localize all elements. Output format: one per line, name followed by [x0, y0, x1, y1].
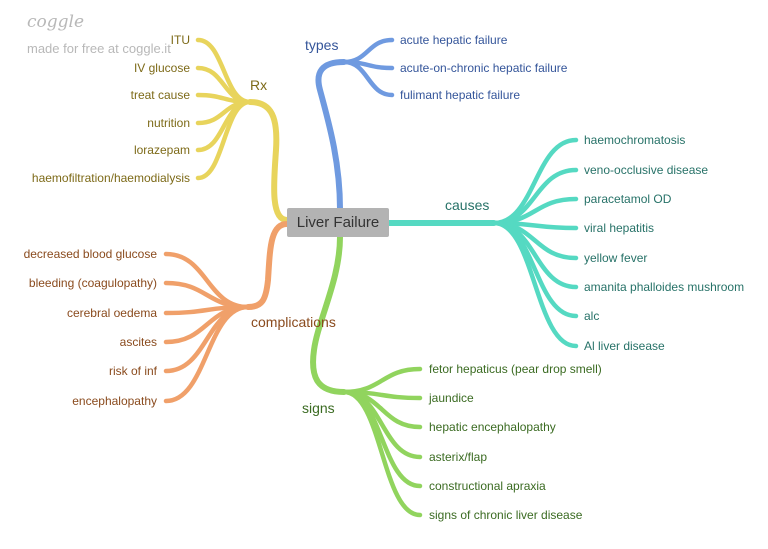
causes-leaf-yellow-fever[interactable]: yellow fever [584, 251, 648, 265]
complications-leaf-bleeding-coagulopathy[interactable]: bleeding (coagulopathy) [28, 276, 157, 290]
signs-main-connector [310, 234, 347, 395]
rx-main-connector [247, 99, 290, 223]
complications-leaf-risk-of-inf[interactable]: risk of inf [108, 364, 157, 378]
complications-leaf-ascites[interactable]: ascites [119, 335, 157, 349]
causes-leaf-al-liver-disease[interactable]: Al liver disease [584, 339, 665, 353]
causes-leaf-viral-hepatitis[interactable]: viral hepatitis [584, 221, 655, 235]
coggle-tagline[interactable]: made for free at coggle.it [27, 41, 171, 56]
rx-leaf-nutrition[interactable]: nutrition [147, 116, 190, 130]
branch-label-complications[interactable]: complications [251, 314, 336, 330]
coggle-logo: coggle [27, 12, 85, 32]
types-leaf-acute-hepatic-failure[interactable]: acute hepatic failure [400, 33, 508, 47]
causes-leaf-alc[interactable]: alc [584, 309, 600, 323]
causes-leaf-connector [491, 220, 579, 319]
central-node[interactable]: Liver Failure [287, 208, 389, 237]
branch-label-signs[interactable]: signs [302, 400, 335, 416]
complications-leaf-encephalopathy[interactable]: encephalopathy [72, 394, 157, 408]
types-leaf-connector [341, 59, 395, 98]
rx-leaf-treat-cause[interactable]: treat cause [130, 88, 190, 102]
rx-leaf-haemofiltration-haemodialysis[interactable]: haemofiltration/haemodialysis [31, 171, 190, 185]
causes-leaf-connector [491, 220, 579, 349]
complications-leaf-cerebral-oedema[interactable]: cerebral oedema [66, 306, 157, 320]
signs-leaf-jaundice[interactable]: jaundice [429, 391, 474, 405]
types-main-connector [315, 59, 347, 212]
rx-leaf-lorazepam[interactable]: lorazepam [133, 143, 190, 157]
types-leaf-connector [341, 37, 395, 65]
causes-leaf-veno-occlusive-disease[interactable]: veno-occlusive disease [584, 163, 709, 177]
branch-label-types[interactable]: types [305, 37, 339, 53]
signs-leaf-signs-of-chronic-liver-disease[interactable]: signs of chronic liver disease [429, 508, 583, 522]
signs-leaf-constructional-apraxia[interactable]: constructional apraxia [429, 479, 546, 493]
rx-leaf-itu[interactable]: ITU [170, 33, 190, 47]
complications-leaf-connector [163, 304, 251, 404]
complications-main-connector [245, 221, 290, 310]
signs-leaf-hepatic-encephalopathy[interactable]: hepatic encephalopathy [429, 420, 556, 434]
types-leaf-fulimant-hepatic-failure[interactable]: fulimant hepatic failure [400, 88, 521, 102]
signs-leaf-connector [341, 389, 423, 518]
signs-leaf-connector [341, 366, 423, 395]
causes-leaf-haemochromatosis[interactable]: haemochromatosis [584, 133, 686, 147]
branch-label-causes[interactable]: causes [445, 197, 490, 213]
signs-leaf-asterix-flap[interactable]: asterix/flap [429, 450, 488, 464]
branch-label-rx[interactable]: Rx [250, 77, 268, 93]
types-leaf-acute-on-chronic-hepatic-failure[interactable]: acute-on-chronic hepatic failure [400, 61, 568, 75]
causes-leaf-amanita-phalloides-mushroom[interactable]: amanita phalloides mushroom [584, 280, 745, 294]
rx-leaf-connector [195, 99, 253, 181]
complications-leaf-decreased-blood-glucose[interactable]: decreased blood glucose [23, 247, 157, 261]
signs-leaf-connector [341, 389, 423, 489]
complications-leaf-connector [163, 251, 251, 310]
signs-leaf-fetor-hepaticus-pear-drop-smell[interactable]: fetor hepaticus (pear drop smell) [429, 362, 602, 376]
rx-leaf-iv-glucose[interactable]: IV glucose [133, 61, 190, 75]
causes-leaf-paracetamol-od[interactable]: paracetamol OD [584, 192, 672, 206]
